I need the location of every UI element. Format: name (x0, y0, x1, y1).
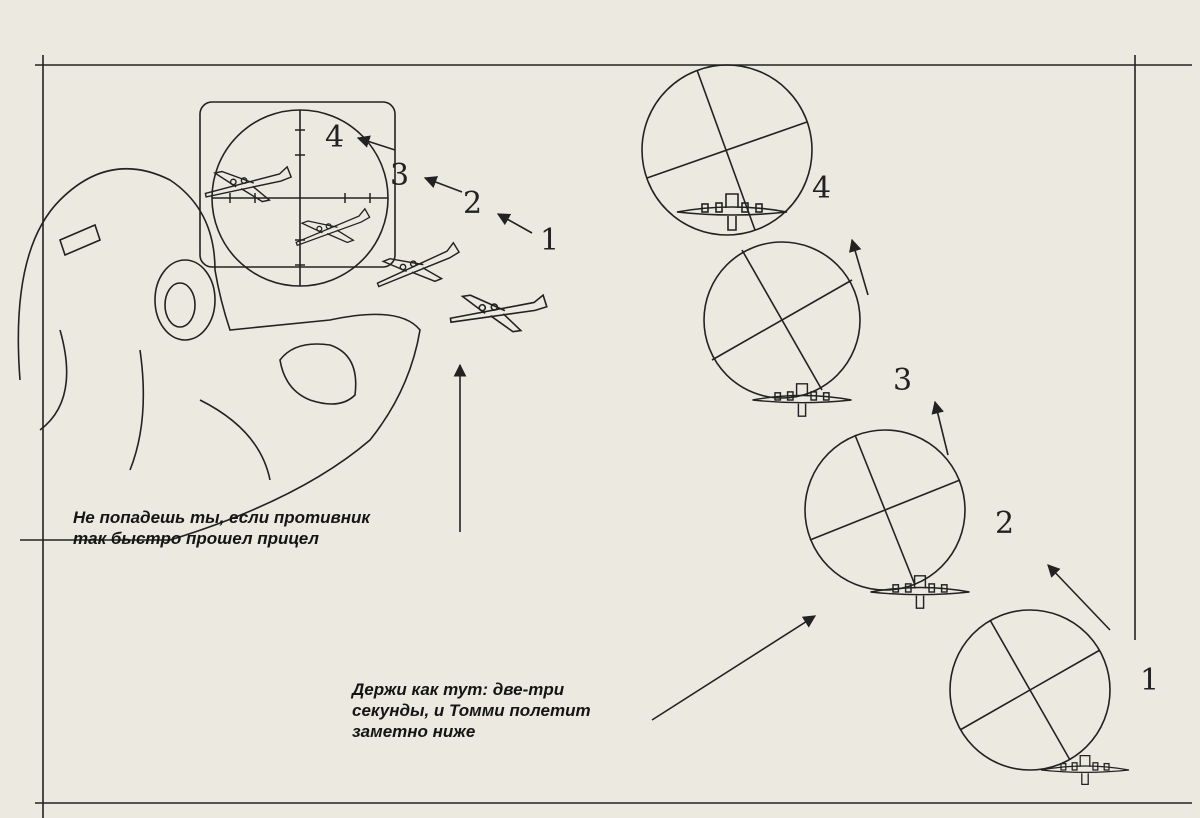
left-label-3: 3 (390, 158, 409, 193)
right-label-2: 2 (995, 506, 1014, 541)
gunsight-left (199, 101, 551, 341)
left-label-2: 2 (463, 186, 482, 221)
right-label-1: 1 (1140, 663, 1159, 698)
right-label-4: 4 (812, 171, 831, 206)
left-label-1: 1 (540, 223, 559, 258)
pilot-figure (17, 168, 421, 541)
left-label-4: 4 (325, 120, 344, 155)
page-frame (35, 55, 1192, 818)
caption-hold: Держи как тут: две-три секунды, и Томми … (352, 680, 591, 741)
arrow-diagonal (651, 615, 817, 721)
caption-miss: Не попадешь ты, если противник так быстр… (73, 508, 371, 548)
gunsight-sequence-right (641, 64, 1130, 786)
right-label-3: 3 (893, 363, 912, 398)
